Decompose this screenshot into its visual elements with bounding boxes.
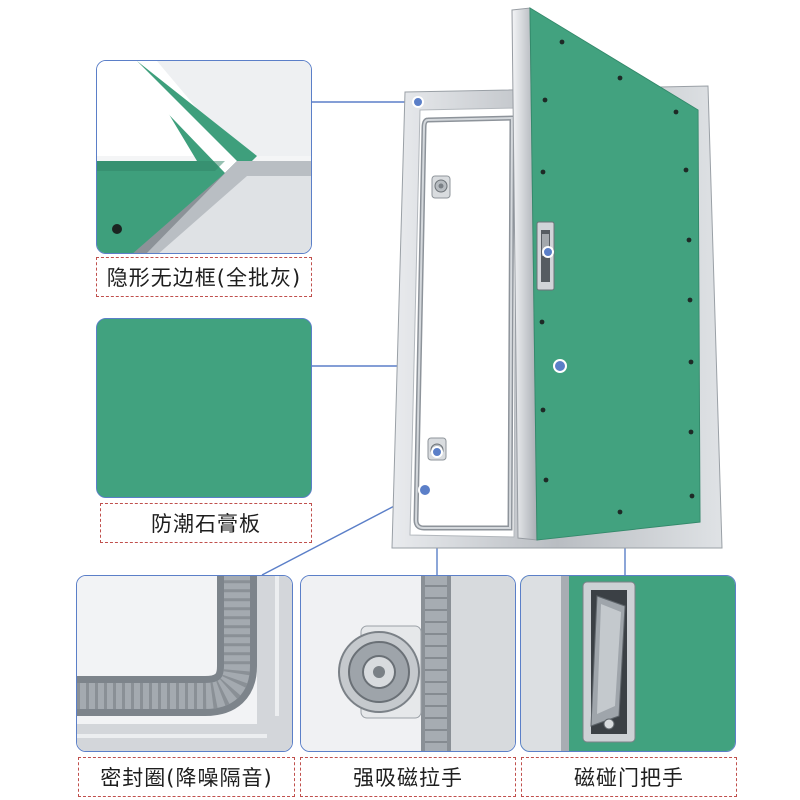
dot-frame bbox=[412, 96, 424, 108]
panel-seal-ring bbox=[76, 575, 293, 752]
dot-board bbox=[553, 359, 567, 373]
screw-holes bbox=[539, 39, 695, 515]
dot-magnet bbox=[431, 446, 443, 458]
label-handle: 磁碰门把手 bbox=[521, 757, 737, 797]
frame-opening bbox=[409, 107, 517, 538]
magnet-catch-top bbox=[431, 175, 451, 199]
panel-invisible-frame bbox=[96, 60, 312, 254]
dot-seal bbox=[418, 483, 432, 497]
panel-gypsum-board bbox=[96, 318, 312, 498]
label-gypsum-board: 防潮石膏板 bbox=[100, 503, 312, 543]
panel-handle bbox=[520, 575, 736, 752]
label-invisible-frame: 隐形无边框(全批灰) bbox=[96, 257, 312, 297]
label-seal-ring: 密封圈(降噪隔音) bbox=[78, 757, 295, 797]
door-panel bbox=[529, 7, 701, 541]
dot-handle bbox=[542, 246, 554, 258]
panel-magnet bbox=[300, 575, 516, 752]
label-magnet: 强吸磁拉手 bbox=[300, 757, 516, 797]
